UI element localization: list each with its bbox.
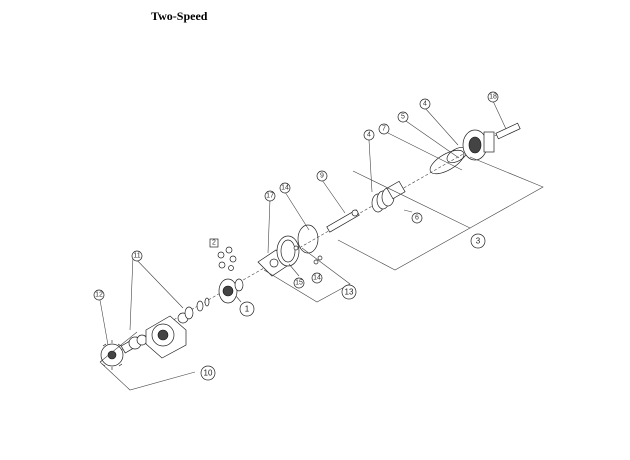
part-shaft-assembly (120, 334, 148, 354)
svg-text:6: 6 (415, 215, 419, 222)
part-port-plate (276, 235, 300, 267)
callout-3: 3 (470, 233, 486, 249)
svg-text:4: 4 (423, 101, 427, 108)
callout-4b: 4 (419, 98, 431, 110)
callout-13: 13 (341, 284, 357, 300)
part-motor-hub (218, 278, 244, 304)
part-main-housing (145, 312, 189, 359)
svg-text:15: 15 (295, 280, 303, 287)
svg-text:5: 5 (401, 114, 405, 121)
svg-text:4: 4 (367, 132, 371, 139)
svg-text:2: 2 (212, 240, 216, 247)
part-valve-housing (462, 129, 495, 161)
svg-text:13: 13 (345, 288, 354, 297)
callout-14b: 14 (311, 272, 323, 284)
callout-6: 6 (411, 212, 423, 224)
callout-7: 7 (378, 123, 390, 135)
svg-text:17: 17 (266, 193, 274, 200)
part-large-o-ring (429, 147, 468, 175)
part-gear-wheel (100, 340, 124, 370)
svg-text:10: 10 (204, 369, 213, 378)
group-3-bracket-a (337, 170, 471, 271)
svg-text:3: 3 (476, 237, 481, 246)
svg-text:12: 12 (95, 292, 103, 299)
svg-text:9: 9 (320, 173, 324, 180)
callout-2: 2 (209, 238, 219, 248)
callout-4a: 4 (363, 129, 375, 141)
callout-14a: 14 (279, 182, 291, 194)
callout-11: 11 (131, 250, 143, 262)
group-10-bracket (99, 361, 196, 391)
diagram-title: Two-Speed (151, 9, 208, 23)
part-small-fittings (217, 246, 237, 271)
part-piston (386, 180, 406, 200)
svg-text:18: 18 (489, 94, 497, 101)
group-13-bracket (263, 247, 351, 303)
callout-12: 12 (93, 289, 105, 301)
svg-text:7: 7 (382, 126, 386, 133)
callout-10: 10 (200, 365, 216, 381)
callout-1: 1 (239, 301, 255, 317)
svg-text:1: 1 (245, 305, 250, 314)
callout-17: 17 (264, 190, 276, 202)
part-o-ring (297, 224, 319, 254)
callout-9: 9 (316, 170, 328, 182)
svg-text:14: 14 (313, 275, 321, 282)
svg-text:11: 11 (133, 253, 140, 260)
part-spool (326, 209, 360, 233)
svg-text:14: 14 (281, 185, 289, 192)
part-valve-small (313, 255, 323, 265)
part-check-valve (495, 122, 521, 140)
callout-15: 15 (293, 277, 305, 289)
group-3-bracket-b (469, 156, 544, 229)
callout-5: 5 (397, 111, 409, 123)
part-seal-rings (184, 297, 210, 320)
callout-18: 18 (487, 91, 499, 103)
